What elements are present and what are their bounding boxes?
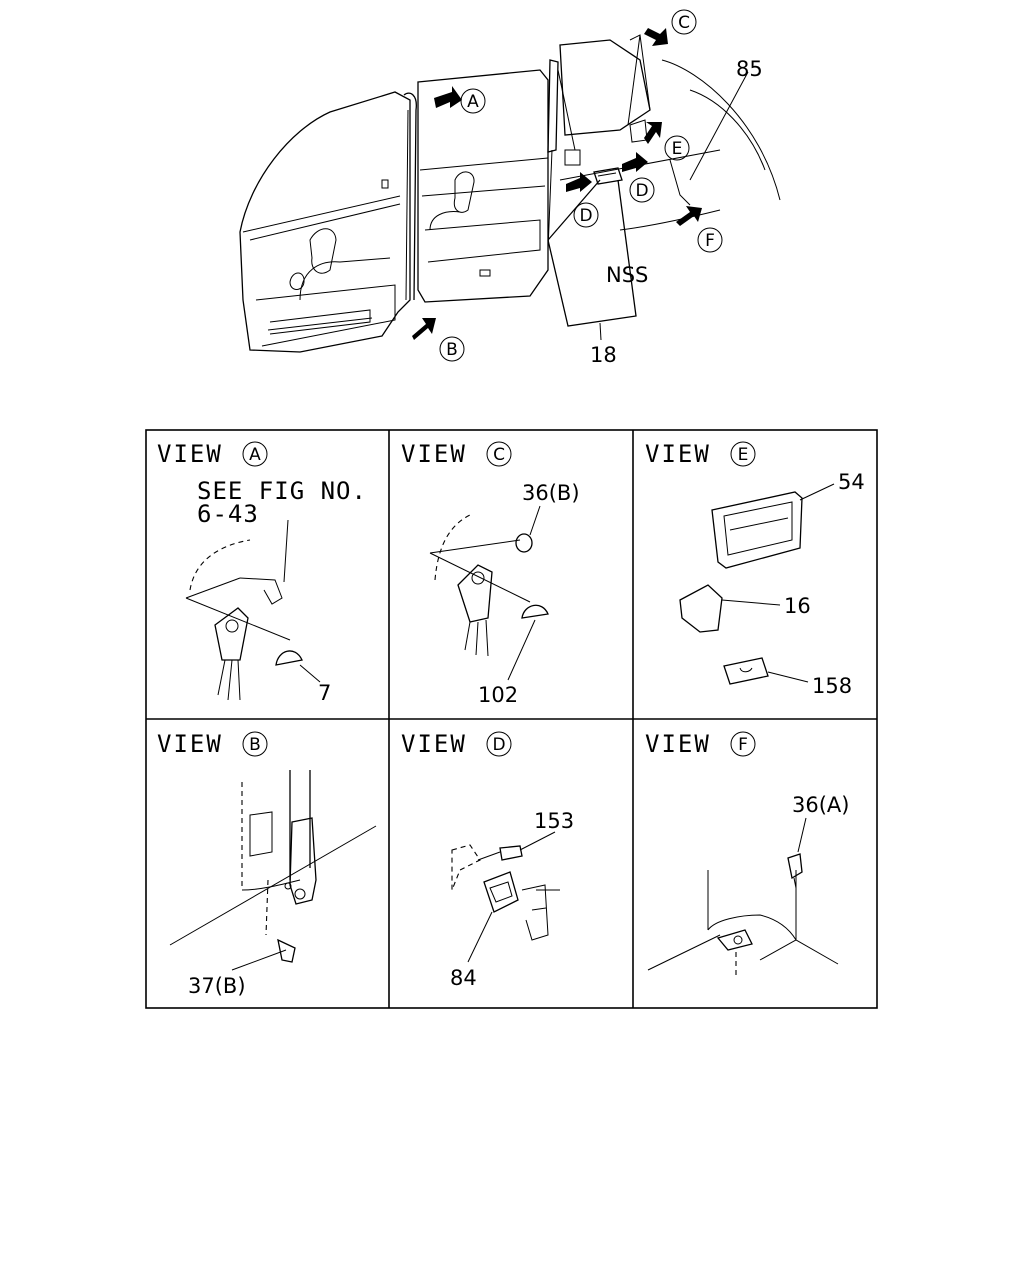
arrow-b-icon [412,318,436,340]
view-e-letter: E [738,445,749,465]
callout-c-circle [671,9,697,35]
view-a-note-line1: SEE FIG NO. [197,477,367,505]
callout-b-circle [439,336,465,362]
part-84: 84 [450,966,477,990]
arrow-f-icon [676,206,702,226]
arrow-d2-icon [622,152,648,172]
view-e-panel: VIEW E 54 16 158 [645,440,865,698]
callout-d2: D [635,181,648,201]
part-nss: NSS [606,263,648,287]
arrow-c-icon [644,28,668,46]
arrow-e-icon [644,122,662,144]
callout-e-circle [664,135,690,161]
view-b-prefix: VIEW [157,730,223,758]
arrow-a-icon [434,86,462,108]
view-c-letter: C [493,445,505,465]
part-85: 85 [736,57,763,81]
overview-part-labels: 85 NSS 18 [590,57,763,367]
part-153: 153 [534,809,574,833]
callout-b: B [446,340,458,360]
callout-a-circle [460,88,486,114]
part-158: 158 [812,674,852,698]
part-37b: 37(B) [188,974,246,998]
view-f-panel: VIEW F 36(A) [645,730,849,976]
callout-a: A [467,92,479,112]
overview-callouts: A B C D D E F [439,9,723,362]
view-d-panel: VIEW D 153 84 [401,730,574,990]
view-a-note-line2: 6-43 [197,500,259,528]
view-d-prefix: VIEW [401,730,467,758]
view-c-panel: VIEW C 36(B) 102 [401,440,580,707]
view-a-panel: VIEW A SEE FIG NO. 6-43 7 [157,440,367,705]
part-36a: 36(A) [792,793,849,817]
part-16: 16 [784,594,811,618]
part-54: 54 [838,470,865,494]
part-102: 102 [478,683,518,707]
view-f-prefix: VIEW [645,730,711,758]
callout-c: C [678,13,690,33]
view-a-prefix: VIEW [157,440,223,468]
views-grid [145,429,878,1009]
view-e-prefix: VIEW [645,440,711,468]
callout-f: F [705,231,715,251]
callout-d1: D [579,206,592,226]
part-36b: 36(B) [522,481,580,505]
vehicle-interior-overview [239,34,781,353]
view-f-letter: F [738,735,748,755]
callout-d2-circle [629,177,655,203]
arrow-d1-icon [566,172,592,192]
part-18: 18 [590,343,617,367]
callout-f-circle [697,227,723,253]
callout-d1-circle [573,202,599,228]
part-7: 7 [318,681,331,705]
view-b-letter: B [249,735,261,755]
view-d-letter: D [492,735,505,755]
view-b-panel: VIEW B 37(B) [157,730,377,998]
view-c-prefix: VIEW [401,440,467,468]
view-a-letter: A [249,445,261,465]
view-arrows [412,28,702,340]
callout-e: E [672,139,683,159]
